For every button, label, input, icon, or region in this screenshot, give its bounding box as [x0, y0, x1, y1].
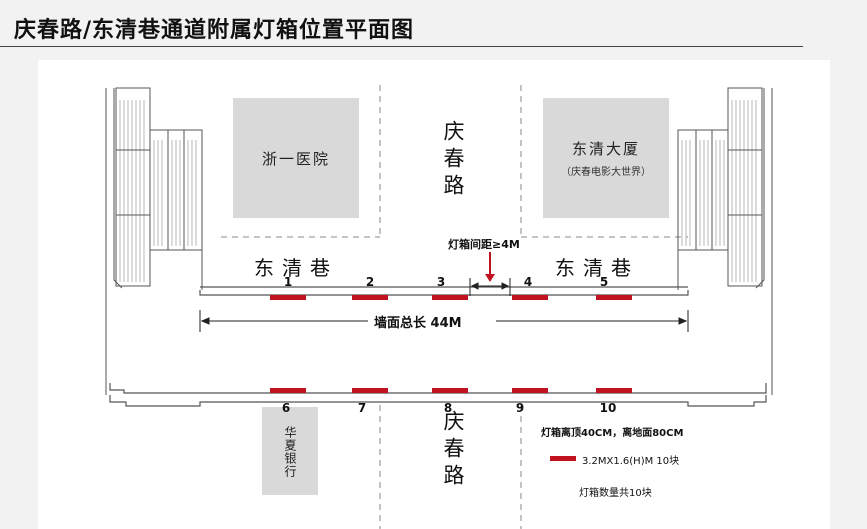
mount-height-note: 灯箱离顶40CM，离地面80CM: [541, 428, 684, 439]
spacing-arrow: [485, 252, 495, 282]
spacing-dimension: [469, 278, 511, 296]
total-count-note: 灯箱数量共10块: [579, 488, 652, 499]
lightbox-9: [512, 388, 548, 393]
spec-note: 3.2MX1.6(H)M 10块: [582, 456, 680, 467]
wall-length-dimension: [199, 310, 689, 332]
lightbox-10: [596, 388, 632, 393]
floor-plan: 浙一医院 东清大厦 （庆春电影大世界） 华夏银行 庆春路 庆春路 东清巷 东清巷…: [38, 60, 830, 529]
building-label-zheyi: 浙一医院: [261, 149, 330, 168]
plan-drawing: [105, 85, 773, 529]
legend-swatch: [550, 456, 576, 461]
lightbox-8: [432, 388, 468, 393]
right-stairwell: [677, 87, 773, 395]
lightbox-markers: [270, 295, 632, 461]
road-label-top: 庆春路: [441, 120, 465, 201]
lightbox-5: [596, 295, 632, 300]
lightbox-1: [270, 295, 306, 300]
lightbox-3: [432, 295, 468, 300]
lightbox-2: [352, 295, 388, 300]
building-name: 东清大厦: [571, 140, 640, 158]
building-label-dongqing: 东清大厦 （庆春电影大世界）: [543, 98, 669, 218]
left-stairwell: [105, 87, 203, 395]
lane-label-right: 东清巷: [555, 256, 639, 280]
lightbox-7: [352, 388, 388, 393]
building-subname: （庆春电影大世界）: [561, 167, 651, 178]
lightbox-6: [270, 388, 306, 393]
lightbox-number: 3: [436, 275, 446, 289]
lightbox-number: 9: [515, 401, 525, 415]
lightbox-number: 2: [365, 275, 375, 289]
building-zheyi: [233, 98, 359, 218]
lightbox-number: 8: [443, 401, 453, 415]
building-dongqing: [543, 98, 669, 218]
lightbox-4: [512, 295, 548, 300]
building-label-huaxia: 华夏银行: [283, 426, 297, 478]
lightbox-number: 7: [357, 401, 367, 415]
road-label-bottom: 庆春路: [441, 410, 465, 491]
building-huaxia: [262, 407, 318, 495]
lightbox-number: 4: [523, 275, 533, 289]
lightbox-number: 5: [599, 275, 609, 289]
wall-length-label: 墙面总长 44M: [374, 316, 462, 331]
lane-label-left: 东清巷: [254, 256, 338, 280]
lightbox-number: 6: [281, 401, 291, 415]
lightbox-number: 10: [599, 401, 617, 415]
title-divider: [0, 46, 803, 47]
spacing-label: 灯箱间距≥4M: [448, 238, 520, 251]
road-edge-lines: [221, 85, 688, 529]
page-title: 庆春路/东清巷通道附属灯箱位置平面图: [14, 17, 415, 43]
lightbox-number: 1: [283, 275, 293, 289]
